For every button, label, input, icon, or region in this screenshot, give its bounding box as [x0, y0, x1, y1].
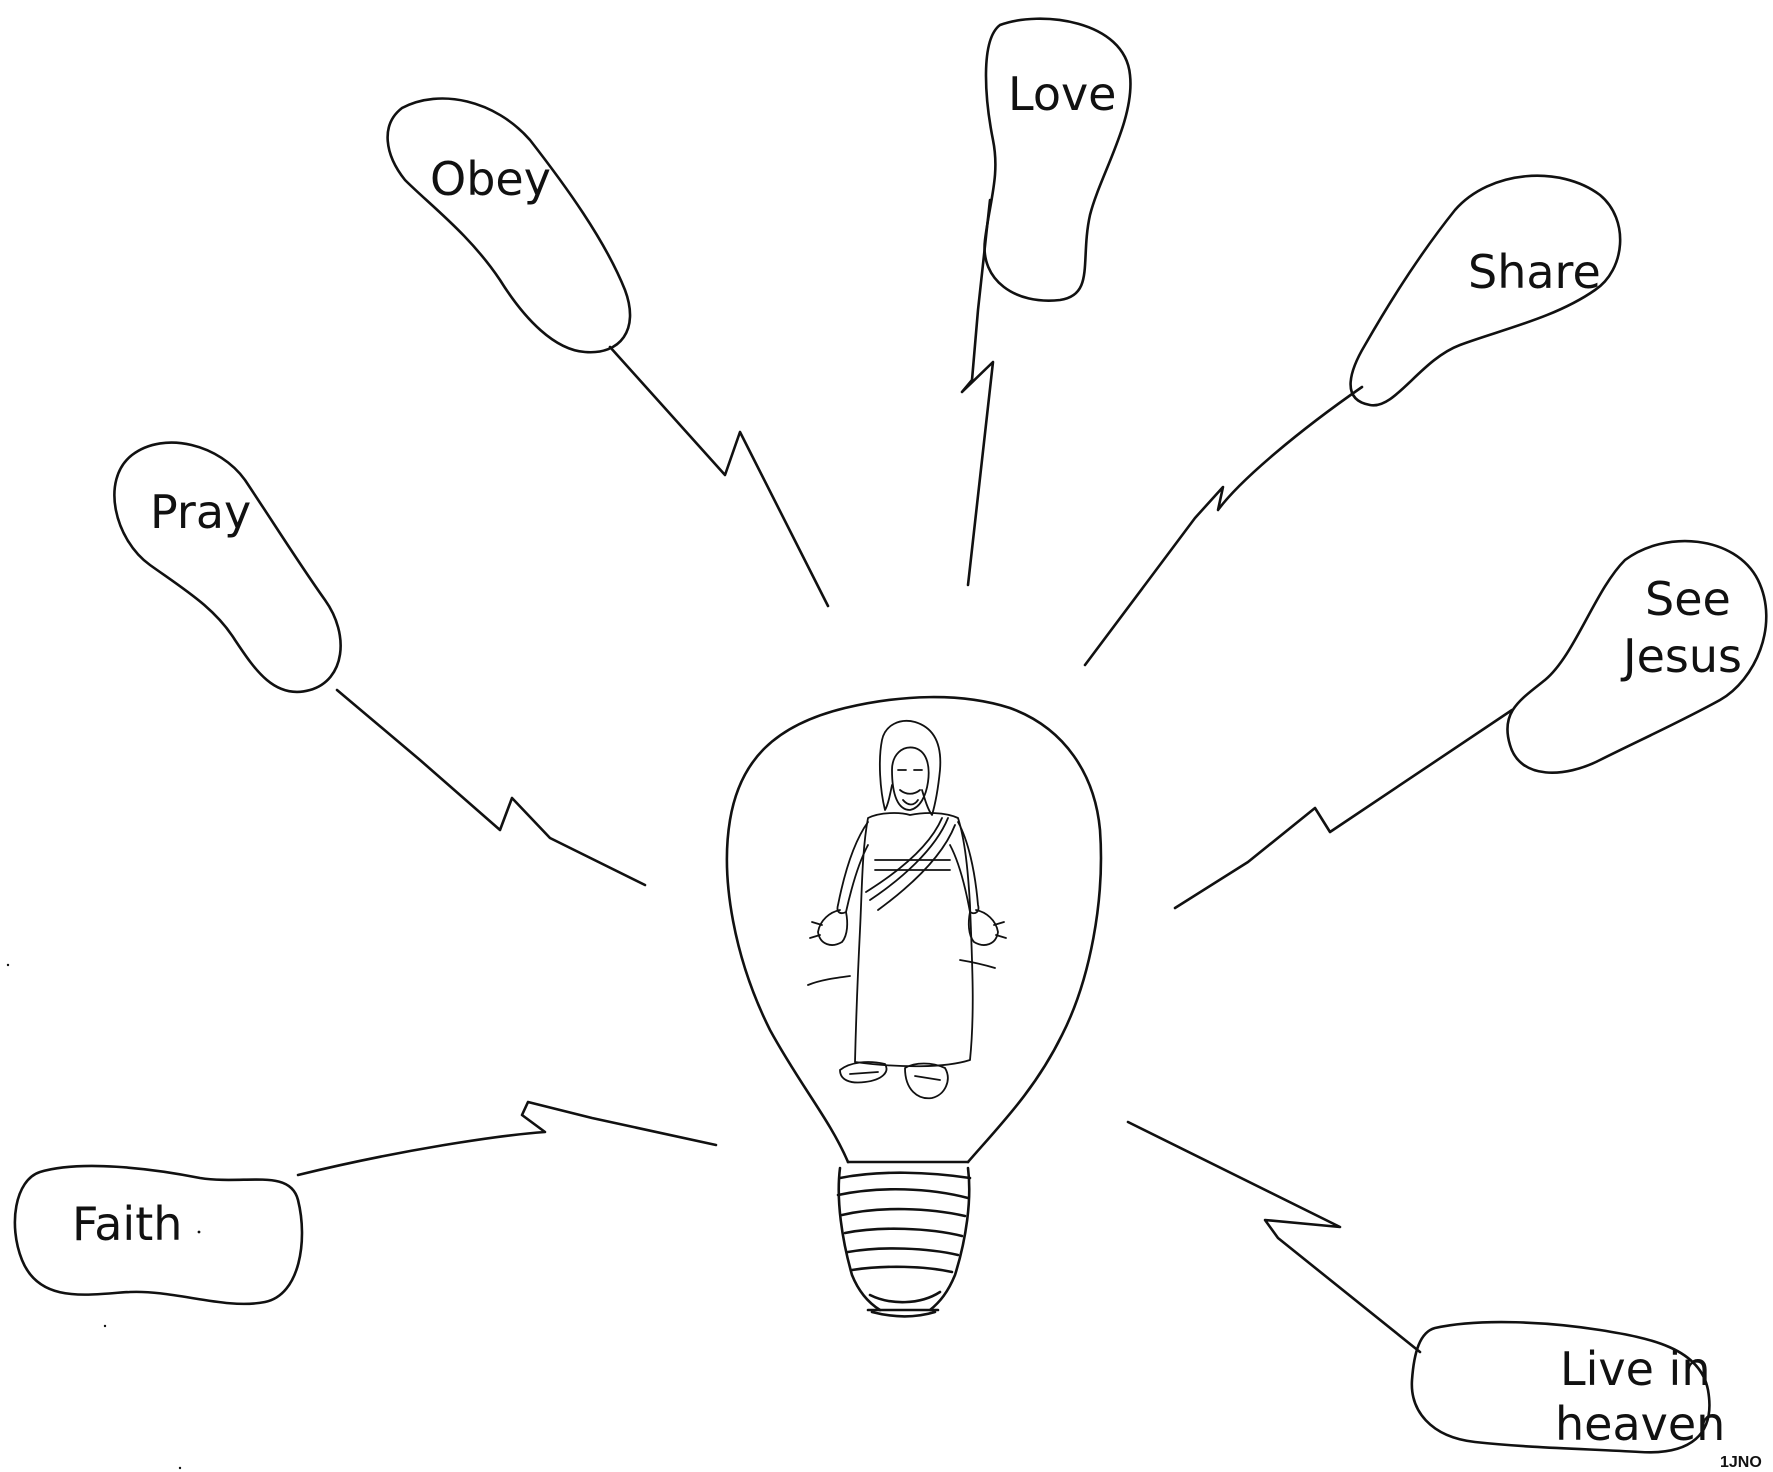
connector-faith [296, 1100, 718, 1177]
bubble-see-jesus-outline [1506, 539, 1768, 774]
bubble-pray: Pray [113, 441, 342, 694]
bubble-live-in-heaven-outline [1410, 1320, 1711, 1454]
bubble-obey: Obey [386, 97, 632, 354]
bubble-faith: Faith [13, 1164, 304, 1306]
bubble-faith-outline [13, 1164, 304, 1306]
jesus-sash [865, 817, 956, 911]
bubble-live-in-heaven-line-2: heaven [1555, 1397, 1725, 1451]
jesus-right-arm [949, 821, 980, 915]
bubble-pray-line-1: Pray [150, 485, 251, 539]
jesus-feet [839, 1061, 949, 1100]
bubble-share-line-1: Share [1468, 245, 1601, 299]
jesus-right-hand [967, 909, 1007, 946]
bubble-love-outline [983, 17, 1132, 302]
bubble-live-in-heaven-line-1: Live in [1560, 1342, 1711, 1396]
speck-4 [197, 1230, 201, 1234]
speck-3 [178, 1466, 182, 1470]
bubble-see-jesus-line-2: Jesus [1620, 629, 1742, 683]
bubble-faith-line-1: Faith [72, 1197, 182, 1251]
connector-obey [608, 345, 830, 608]
connector-share [1083, 385, 1364, 667]
bubble-share-outline [1349, 174, 1622, 407]
bubble-love-line-1: Love [1008, 67, 1117, 121]
jesus-hair [878, 720, 942, 816]
bubble-see-jesus-line-1: See [1645, 572, 1731, 626]
bubble-share: Share [1349, 174, 1622, 407]
bubble-see-jesus: See Jesus [1506, 539, 1768, 774]
jesus-left-arm [836, 821, 869, 915]
jesus-figure [807, 720, 1007, 1100]
speck-1 [6, 963, 10, 967]
page-code: 1JNO [1720, 1454, 1762, 1471]
bubble-obey-line-1: Obey [430, 152, 551, 206]
bubble-pray-outline [113, 441, 342, 694]
jesus-face [891, 746, 930, 811]
speck-2 [103, 1324, 107, 1328]
connector-love [960, 198, 995, 587]
bubble-live-in-heaven: Live in heaven [1410, 1320, 1725, 1454]
jesus-robe [854, 812, 974, 1068]
light-bulb [725, 695, 1103, 1318]
light-bulb-glass [725, 695, 1103, 1164]
connector-pray [335, 688, 647, 887]
bubble-love: Love [983, 17, 1132, 302]
bubble-obey-outline [386, 97, 632, 354]
light-bulb-screw-base [836, 1160, 972, 1318]
jesus-left-hand [809, 909, 849, 946]
connector-live-in-heaven [1126, 1120, 1422, 1354]
connector-see-jesus [1173, 708, 1514, 910]
